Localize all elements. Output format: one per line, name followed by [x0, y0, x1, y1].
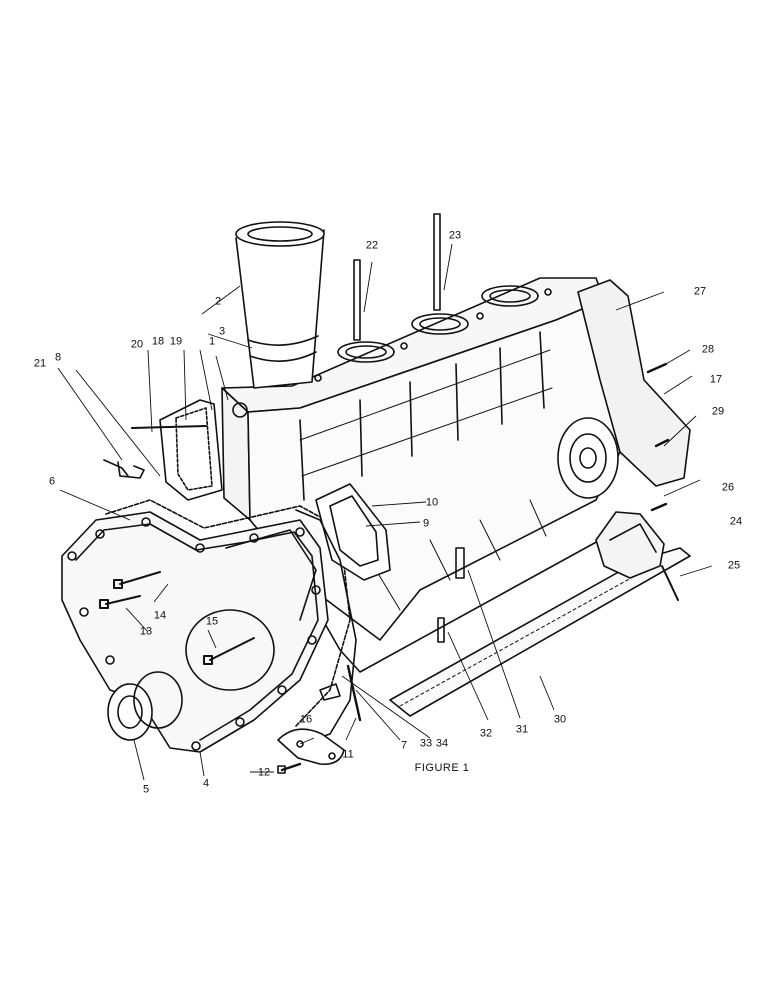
timing-cover: [61, 511, 329, 753]
callout-15: 15: [205, 615, 219, 628]
callout-25: 25: [727, 559, 741, 572]
callout-24: 24: [729, 515, 743, 528]
callout-29: 29: [711, 405, 725, 418]
callout-20: 20: [130, 338, 144, 351]
callout-5: 5: [142, 783, 150, 796]
rear-bearing-boss: [557, 417, 619, 499]
callout-2: 2: [214, 295, 222, 308]
callout-9: 9: [422, 517, 430, 530]
plate-gasket-outer: [315, 483, 391, 581]
front-plate-gasket-inner: [175, 407, 213, 491]
front-plate-gasket: [159, 399, 223, 501]
callout-11: 11: [342, 748, 354, 761]
bolt-29: [654, 438, 670, 448]
callout-19: 19: [169, 335, 183, 348]
tab-plate: [277, 728, 345, 774]
dowel-31: [455, 547, 465, 579]
cylinder-liner: [235, 221, 325, 389]
cover-bolts: [99, 571, 255, 665]
dowel-32: [437, 617, 445, 643]
callout-3: 3: [218, 325, 226, 338]
callout-4: 4: [202, 777, 210, 790]
callout-34: 34: [435, 737, 449, 750]
callout-10: 10: [425, 496, 439, 509]
rear-end-plate: [577, 279, 691, 487]
figure-caption: FIGURE 1: [414, 762, 470, 774]
dowel-33: [319, 683, 341, 701]
callout-17: 17: [709, 373, 723, 386]
bolt-26: [650, 502, 668, 512]
callout-21: 21: [33, 357, 47, 370]
callout-27: 27: [693, 285, 707, 298]
bolt-28: [646, 362, 668, 374]
callout-7: 7: [400, 739, 408, 752]
plate-gasket-inner: [329, 495, 379, 567]
callout-23: 23: [448, 229, 462, 242]
side-gasket: [295, 509, 357, 741]
callout-32: 32: [479, 727, 493, 740]
callout-8: 8: [54, 351, 62, 364]
callout-22: 22: [365, 239, 379, 252]
callout-18: 18: [151, 335, 165, 348]
callout-16: 16: [299, 713, 313, 726]
rear-seal-housing: [595, 511, 679, 601]
drain-tap: [103, 459, 145, 479]
callout-1: 1: [208, 335, 216, 348]
stud-7: [346, 664, 362, 722]
callout-12: 12: [257, 766, 271, 779]
callout-26: 26: [721, 481, 735, 494]
sump-gasket: [389, 547, 691, 717]
callout-28: 28: [701, 343, 715, 356]
callout-6: 6: [48, 475, 56, 488]
callout-14: 14: [153, 609, 167, 622]
callout-33: 33: [419, 737, 433, 750]
head-studs: [353, 213, 441, 341]
leader-lines: [57, 243, 713, 781]
oil-seal: [107, 671, 183, 741]
callout-30: 30: [553, 713, 567, 726]
callout-13: 13: [139, 625, 153, 638]
callout-31: 31: [515, 723, 529, 736]
long-bolt: [131, 425, 207, 429]
